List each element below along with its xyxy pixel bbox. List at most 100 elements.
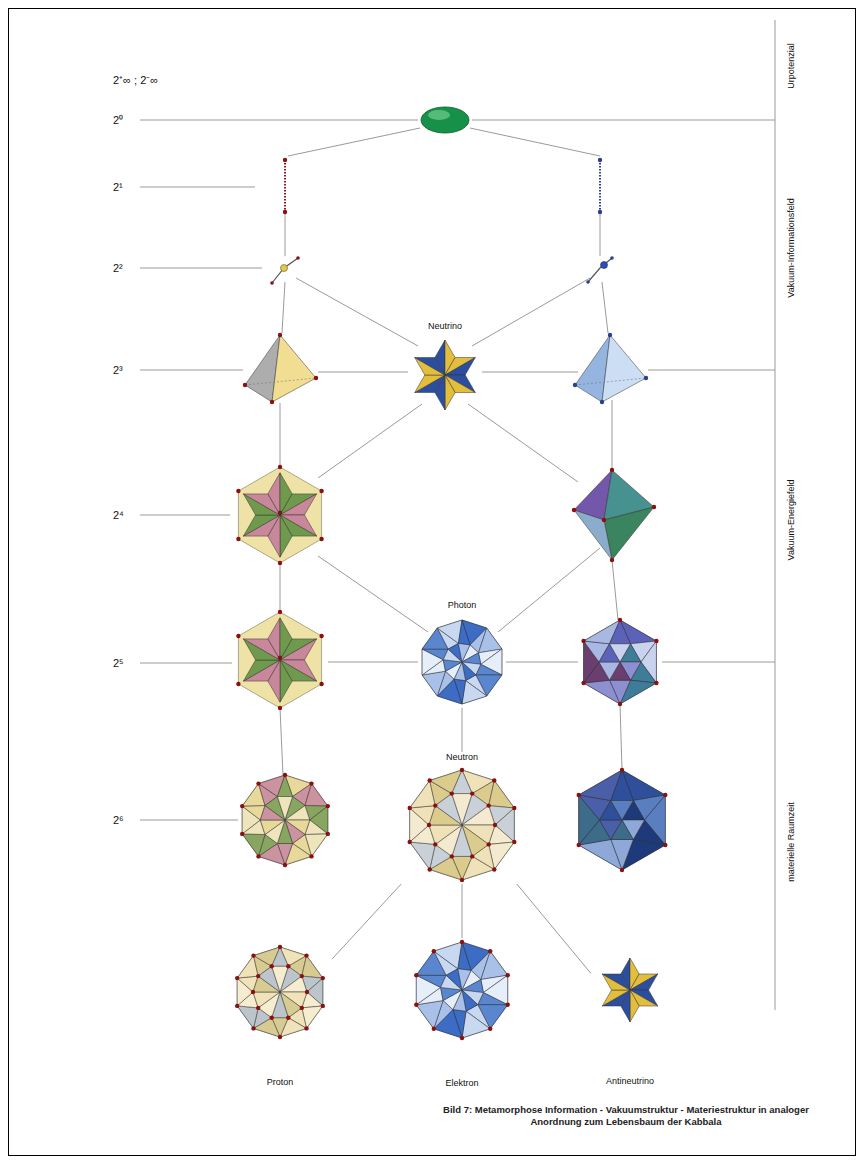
level-line xyxy=(140,120,418,121)
vertex-dot xyxy=(620,768,624,772)
polyhedron-face xyxy=(600,820,623,840)
level-label: 2⁴ xyxy=(113,509,124,522)
polyhedron-outline xyxy=(237,947,323,1037)
tree-line xyxy=(600,214,601,256)
polyhedron-face xyxy=(489,781,515,809)
particle-node: Proton xyxy=(228,943,332,1088)
polyhedron-face xyxy=(458,969,471,990)
vertex-dot xyxy=(506,1003,510,1007)
ellipsoid-highlight xyxy=(428,110,450,120)
vertex-dot xyxy=(243,383,247,387)
tree-line xyxy=(470,128,600,156)
vertex-dot xyxy=(663,793,667,797)
polyhedron xyxy=(240,773,330,867)
polyhedron-face xyxy=(630,974,658,990)
vertex-dot xyxy=(236,489,240,493)
vertex-dot xyxy=(610,468,614,472)
polyhedron-outline xyxy=(416,942,507,1038)
polyhedron-face xyxy=(280,494,317,515)
vertex-dot xyxy=(319,489,323,493)
vertex-dot xyxy=(304,1026,308,1030)
tree-line xyxy=(318,556,428,632)
polyhedron-face xyxy=(445,375,455,410)
vertex-dot xyxy=(488,1027,492,1031)
bit-chain xyxy=(284,160,286,212)
level-line xyxy=(662,662,775,663)
vertex-dot xyxy=(283,863,287,867)
hidden-edge xyxy=(575,378,646,385)
polyhedron-face xyxy=(415,358,445,376)
connector-line xyxy=(462,884,463,938)
tree-line xyxy=(612,400,613,470)
bit-chain xyxy=(599,160,601,212)
vertex-dot xyxy=(278,510,282,514)
polyhedron-face xyxy=(280,639,317,660)
vertex-dot xyxy=(319,682,323,686)
vertex-dot xyxy=(577,843,581,847)
vertex-dot xyxy=(251,953,255,957)
level-line xyxy=(140,268,262,269)
tree-line xyxy=(282,282,285,333)
bit-pair xyxy=(270,256,614,285)
polyhedron xyxy=(414,940,510,1040)
particle-shape xyxy=(594,954,666,1026)
vertex-dot xyxy=(278,333,282,337)
tree-line xyxy=(612,560,618,620)
polyhedron-face xyxy=(481,951,508,979)
tree-line xyxy=(318,372,408,373)
vertex-dot xyxy=(433,842,437,846)
particle-node: Neutron xyxy=(400,752,524,884)
polyhedron-face xyxy=(243,639,280,660)
polyhedron-face xyxy=(429,825,462,844)
particle-label: Antineutrino xyxy=(591,1076,669,1087)
vertex-dot xyxy=(433,803,437,807)
particle-label: Neutron xyxy=(400,752,524,763)
bit-node xyxy=(601,262,608,269)
polyhedron xyxy=(243,333,318,404)
vertex-dot xyxy=(278,610,282,614)
polyhedron-face xyxy=(452,770,472,794)
zone-label: Vakuum-Energiefeld xyxy=(786,480,797,561)
vertex-dot xyxy=(283,773,287,777)
particle-shape xyxy=(406,336,484,414)
vertex-dot xyxy=(319,537,323,541)
polyhedron-face xyxy=(602,974,630,990)
vertex-dot xyxy=(256,781,260,785)
polyhedron-face xyxy=(237,1006,258,1029)
tree-line xyxy=(280,403,281,468)
vertex-dot xyxy=(326,832,330,836)
particle-label: Neutrino xyxy=(403,321,487,332)
polyhedron xyxy=(581,618,658,706)
vertex-dot xyxy=(428,867,432,871)
vertex-dot xyxy=(427,823,431,827)
particle-shape xyxy=(231,943,329,1041)
polyhedron-face xyxy=(610,644,631,662)
vertex-dot xyxy=(586,280,590,284)
vertex-dot xyxy=(304,953,308,957)
particle-label: Photon xyxy=(413,600,511,611)
vertex-dot xyxy=(414,1003,418,1007)
vertex-dot xyxy=(240,832,244,836)
vertex-dot xyxy=(432,1027,436,1031)
vertex-dot xyxy=(600,400,604,404)
polyhedron-face xyxy=(458,643,470,662)
polyhedron-face xyxy=(422,671,445,696)
polyhedron xyxy=(602,958,657,1022)
polyhedron-face xyxy=(243,494,280,515)
vertex-dot xyxy=(235,976,239,980)
vertex-dot xyxy=(598,158,602,162)
vertex-dot xyxy=(450,854,454,858)
polyhedron-face xyxy=(584,680,620,704)
bit-segment xyxy=(272,258,298,283)
vertex-dot xyxy=(256,974,260,978)
vertex-dot xyxy=(321,1004,325,1008)
vertex-dot xyxy=(493,823,497,827)
vertex-dot xyxy=(240,804,244,808)
polyhedron-face xyxy=(243,494,280,515)
vertex-dot xyxy=(654,681,658,685)
bit-segment xyxy=(588,258,612,282)
cube-outline xyxy=(238,612,321,708)
figure-caption: Bild 7: Metamorphose Information - Vakuu… xyxy=(428,1104,824,1128)
polyhedron-face xyxy=(415,375,445,393)
hidden-edge xyxy=(245,378,316,385)
